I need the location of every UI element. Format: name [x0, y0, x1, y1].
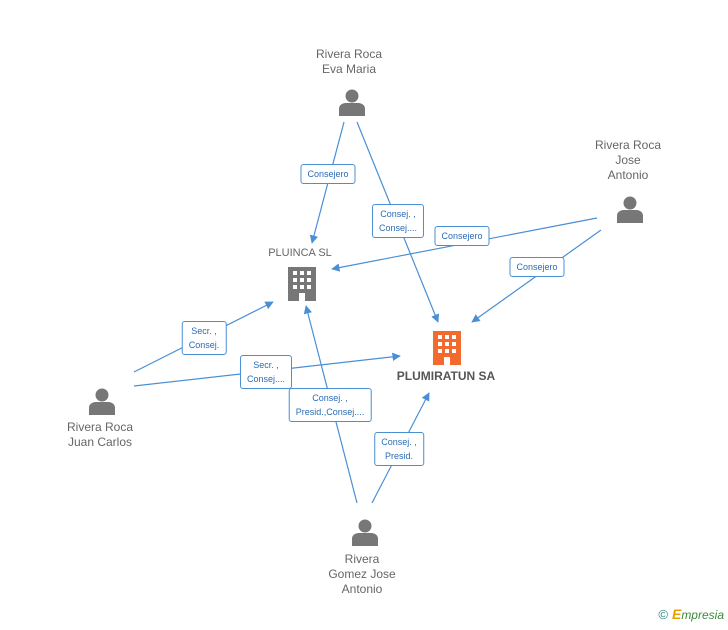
person-icon-juan[interactable]	[89, 388, 115, 416]
person-icon-eva[interactable]	[339, 89, 365, 117]
person-label-gomez[interactable]: Rivera Gomez Jose Antonio	[328, 552, 396, 596]
edge-label-gomez-plumiratun[interactable]: Consej. , Presid.	[374, 432, 424, 466]
person-label-juan[interactable]: Rivera Roca Juan Carlos	[66, 420, 134, 449]
person-label-eva[interactable]: Rivera Roca Eva Maria	[315, 47, 383, 76]
edge-label-gomez-pluinca[interactable]: Consej. , Presid.,Consej....	[288, 388, 372, 422]
edge-label-eva-pluinca[interactable]: Consejero	[300, 164, 356, 184]
person-label-jose[interactable]: Rivera Roca Jose Antonio	[594, 138, 662, 182]
company-label-plumiratun[interactable]: PLUMIRATUN SA	[396, 369, 496, 383]
person-icon-jose[interactable]	[617, 196, 643, 224]
footer-brand: © Empresia	[658, 606, 724, 622]
edge-label-jose-pluinca[interactable]: Consejero	[434, 226, 490, 246]
building-icon-plumiratun[interactable]	[433, 331, 461, 365]
brand-logo[interactable]: Empresia	[671, 606, 724, 622]
edge-label-eva-plumiratun[interactable]: Consej. , Consej....	[371, 204, 425, 238]
edge-label-jose-plumiratun[interactable]: Consejero	[509, 257, 565, 277]
edge-label-juan-pluinca[interactable]: Secr. , Consej.	[181, 321, 227, 355]
edge-label-juan-plumiratun[interactable]: Secr. , Consej....	[239, 355, 293, 389]
company-label-pluinca[interactable]: PLUINCA SL	[268, 247, 332, 259]
copyright-symbol: ©	[658, 606, 668, 622]
person-icon-gomez[interactable]	[352, 519, 378, 547]
building-icon-pluinca[interactable]	[288, 267, 316, 301]
